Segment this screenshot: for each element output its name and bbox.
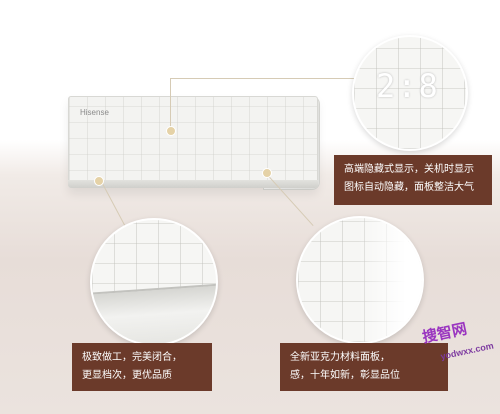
display-closeup-circle: 2:8 [352, 35, 468, 151]
callout-dot-craft [94, 176, 104, 186]
craft-feature-box: 极致做工，完美闭合， 更显档次，更优品质 [72, 343, 212, 391]
panel-edge-detail [92, 283, 216, 344]
material-feature-line2: 感，十年如新，彰显品位 [290, 370, 400, 381]
craft-feature-line2: 更显档次，更优品质 [82, 370, 172, 381]
display-feature-line1: 高端隐藏式显示，关机时显示 [344, 164, 474, 175]
watermark-url: yodwxx.com [439, 340, 495, 362]
brand-label: Hisense [80, 108, 109, 117]
ac-bottom-vent [68, 180, 318, 188]
callout-dot-material [262, 168, 272, 178]
craft-feature-line1: 极致做工，完美闭合， [82, 352, 182, 363]
display-feature-box: 高端隐藏式显示，关机时显示 图标自动隐藏，面板整洁大气 [334, 155, 492, 205]
callout-dot-display [166, 126, 176, 136]
material-feature-line1: 全新亚克力材料面板， [290, 352, 390, 363]
site-watermark: 搜智网 yodwxx.com [418, 320, 498, 366]
display-feature-line2: 图标自动隐藏，面板整洁大气 [344, 182, 474, 193]
panel-surface-highlight [358, 218, 422, 342]
callout-line-display-v [170, 78, 171, 130]
display-digits: 2:8 [376, 67, 440, 105]
material-closeup-circle [296, 216, 424, 344]
callout-line-display-h [170, 78, 354, 79]
watermark-title: 搜智网 [420, 319, 469, 347]
craft-closeup-circle [90, 218, 218, 346]
material-feature-box: 全新亚克力材料面板， 感，十年如新，彰显品位 [280, 343, 448, 391]
